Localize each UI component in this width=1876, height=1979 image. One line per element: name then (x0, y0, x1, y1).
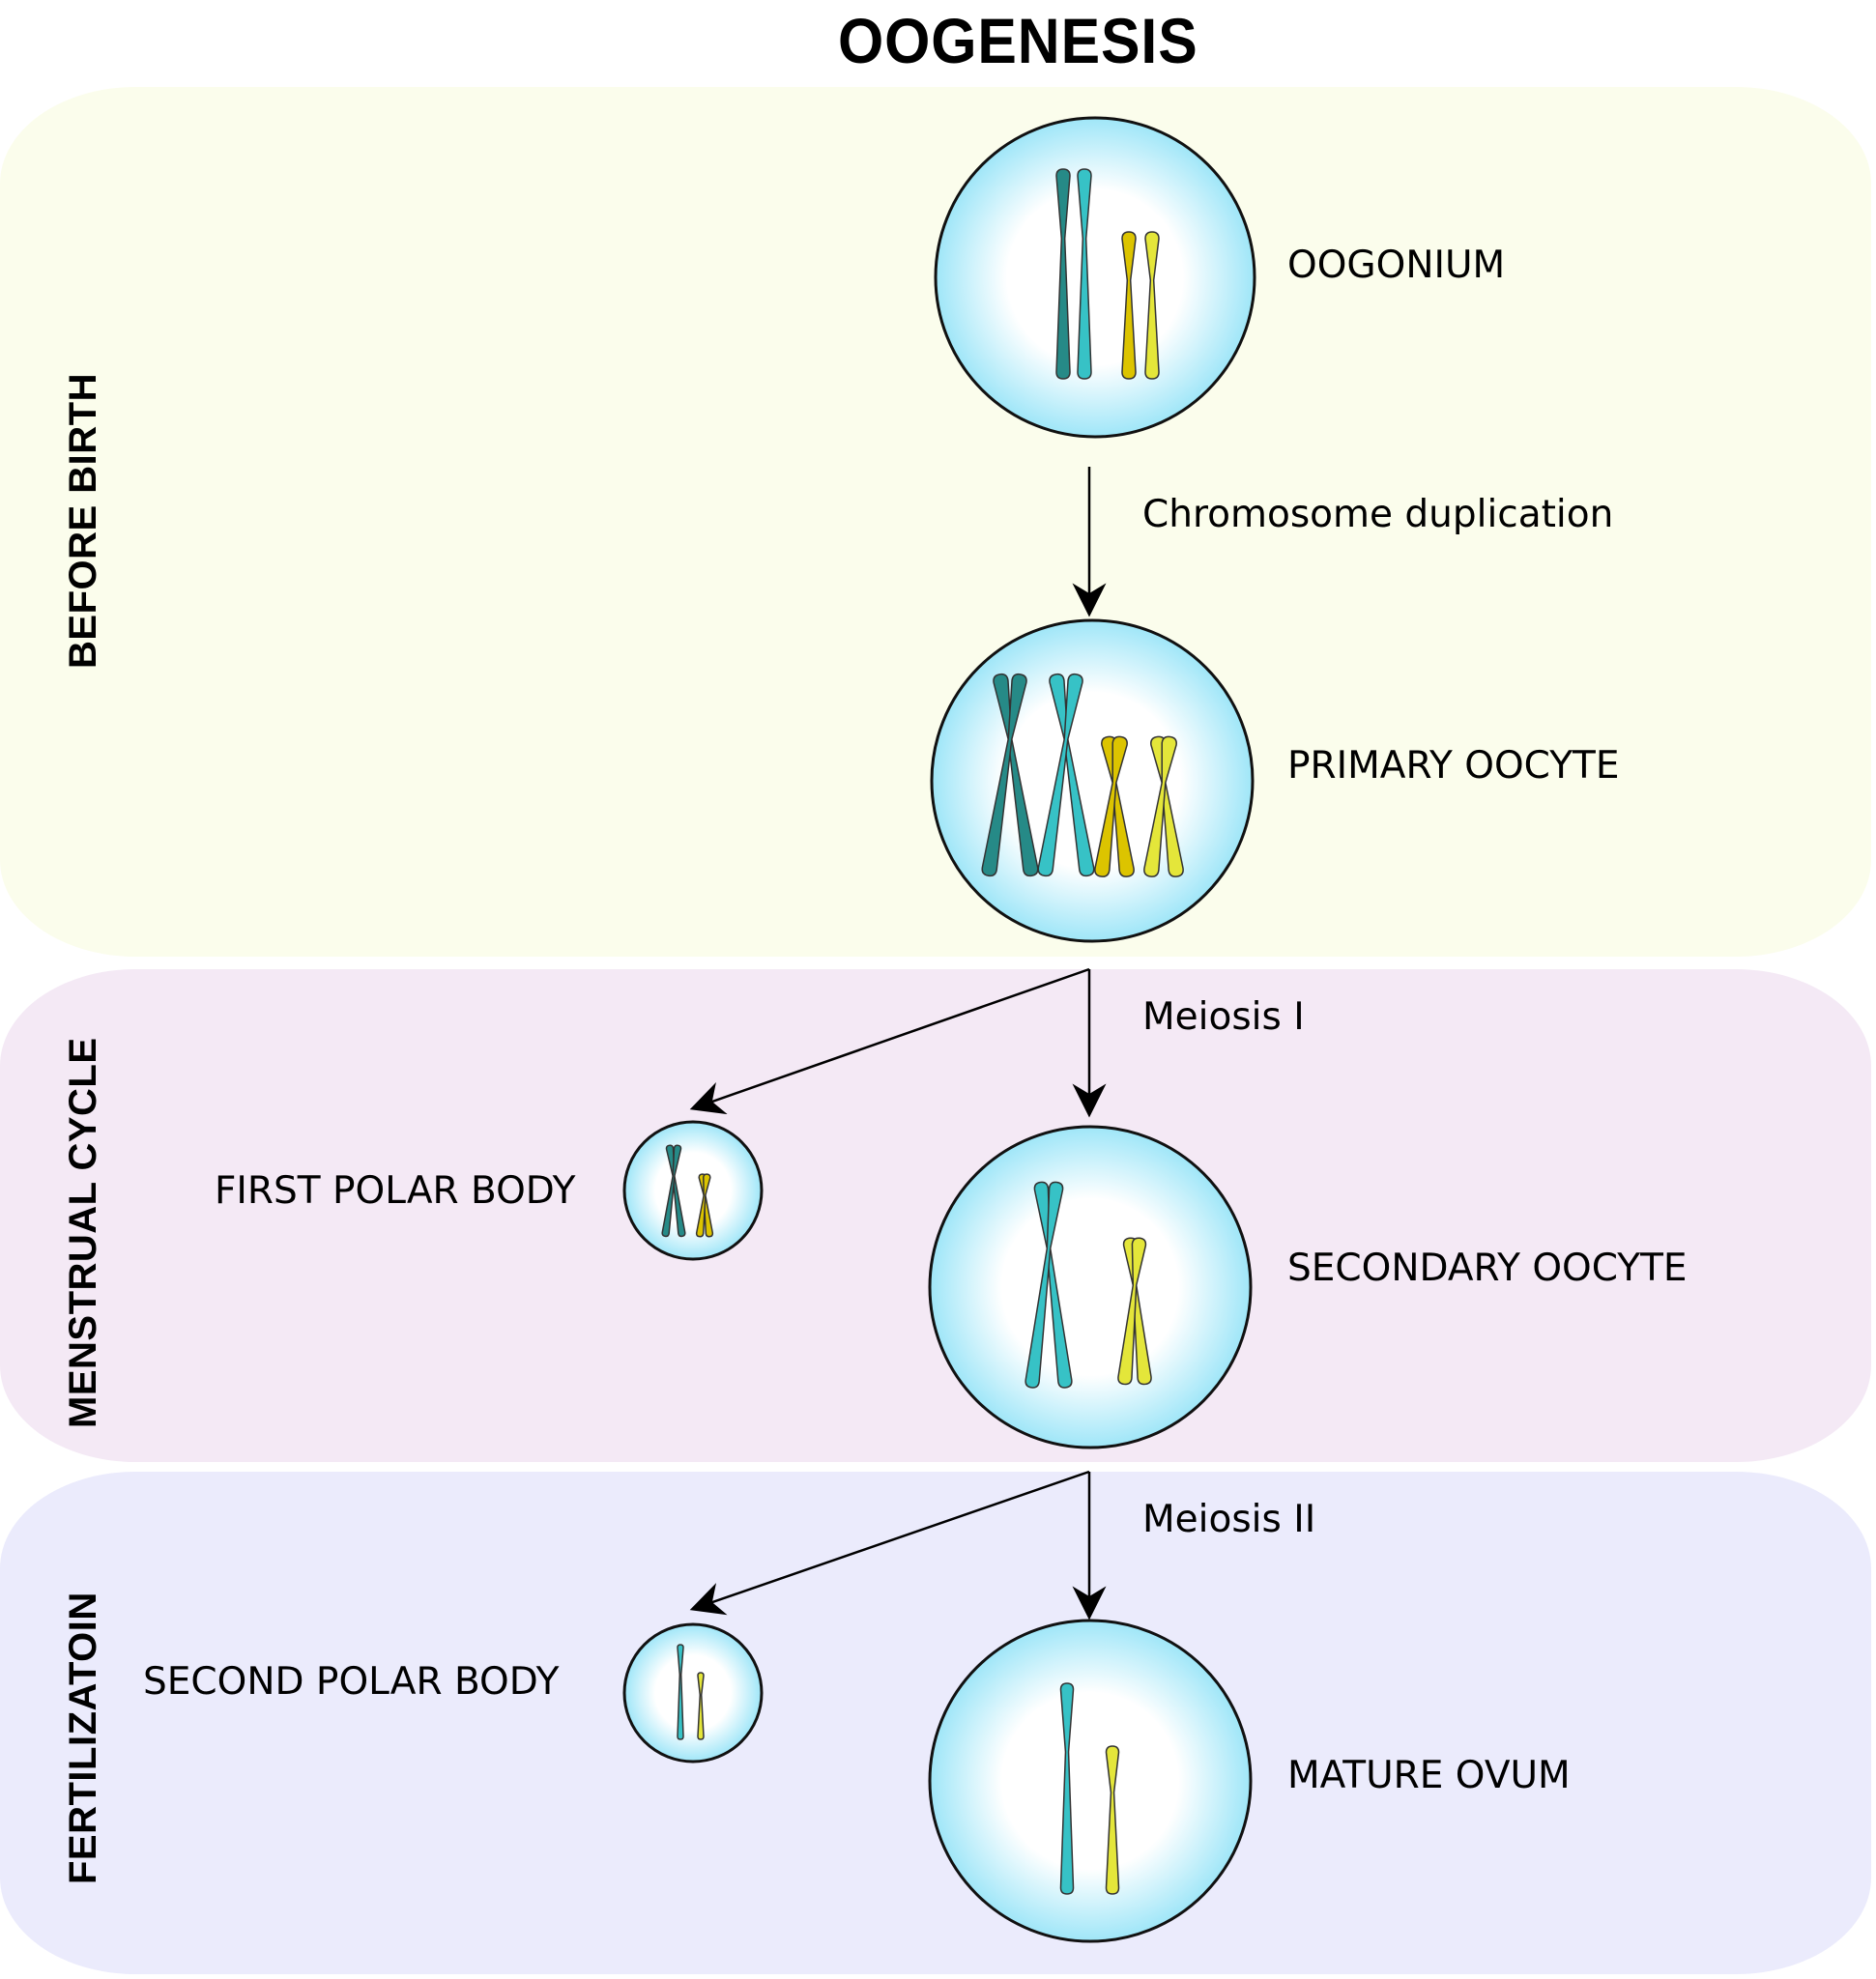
duplicated-chromosome (661, 1144, 686, 1238)
cell-label-primary-oocyte: PRIMARY OOCYTE (1287, 744, 1620, 788)
stage-label-fertilization: FERTILIZATOIN (62, 1592, 104, 1884)
cell-membrane (934, 116, 1256, 439)
arrow-meiosis-2-to-second-polar-body (689, 1470, 1090, 1616)
cell-mature-ovum (928, 1619, 1253, 1943)
chromatid (981, 673, 1027, 877)
stage-label-menstrual-cycle: MENSTRUAL CYCLE (62, 1037, 104, 1428)
cell-membrane (928, 1125, 1253, 1449)
cell-membrane (930, 618, 1255, 943)
chromatid (993, 673, 1039, 877)
chromatid (1101, 735, 1135, 877)
cell-second-polar-body (622, 1622, 764, 1764)
arrow-meiosis-1-to-first-polar-body (689, 967, 1090, 1115)
stage-panel-menstrual-cycle (0, 969, 1871, 1462)
chromatid (661, 1144, 682, 1238)
chromatid (697, 1672, 705, 1740)
duplicated-chromosome (1117, 1237, 1152, 1386)
cell-first-polar-body (622, 1120, 764, 1261)
transition-label-meiosis-2: Meiosis II (1142, 1498, 1316, 1541)
chromatid (1049, 673, 1095, 877)
cell-membrane (622, 1622, 764, 1764)
chromatid (695, 1173, 711, 1238)
cell-secondary-oocyte (928, 1125, 1253, 1449)
chromatid (1121, 231, 1137, 380)
chromatid (1143, 735, 1177, 877)
diagram-title: OOGENESIS (837, 5, 1198, 76)
duplicated-chromosome (1094, 735, 1135, 877)
cell-label-secondary-oocyte: SECONDARY OOCYTE (1287, 1247, 1688, 1290)
chromatid (1144, 231, 1160, 380)
chromatid (1117, 1237, 1147, 1386)
chromatid (1055, 168, 1071, 380)
chromatid (1033, 1181, 1073, 1389)
stage-label-before-birth: BEFORE BIRTH (62, 373, 104, 669)
duplicated-chromosome (981, 673, 1039, 877)
duplicated-chromosome (1143, 735, 1184, 877)
transition-label-chromosome-duplication: Chromosome duplication (1142, 493, 1614, 536)
chromatid (677, 1644, 684, 1740)
chromatid (1122, 1237, 1152, 1386)
cell-label-oogonium: OOGONIUM (1287, 244, 1506, 287)
cell-membrane (622, 1120, 764, 1261)
cell-oogonium (934, 116, 1256, 439)
cell-label-mature-ovum: MATURE OVUM (1287, 1754, 1571, 1797)
duplicated-chromosome (1025, 1181, 1073, 1389)
duplicated-chromosome (695, 1173, 714, 1238)
cell-primary-oocyte (930, 618, 1255, 943)
cell-label-first-polar-body: FIRST POLAR BODY (215, 1169, 576, 1213)
stage-panel-fertilization (0, 1472, 1871, 1974)
chromatid (1094, 735, 1128, 877)
chromatid (1105, 1745, 1120, 1895)
duplicated-chromosome (1037, 673, 1095, 877)
chromatid (665, 1144, 686, 1238)
chromatid (1059, 1682, 1075, 1895)
chromatid (1150, 735, 1184, 877)
chromatid (1077, 168, 1092, 380)
chromatid (698, 1173, 714, 1238)
cell-label-second-polar-body: SECOND POLAR BODY (143, 1660, 560, 1704)
transition-label-meiosis-1: Meiosis I (1142, 995, 1305, 1039)
cell-membrane (928, 1619, 1253, 1943)
chromatid (1037, 673, 1083, 877)
chromatid (1025, 1181, 1064, 1389)
